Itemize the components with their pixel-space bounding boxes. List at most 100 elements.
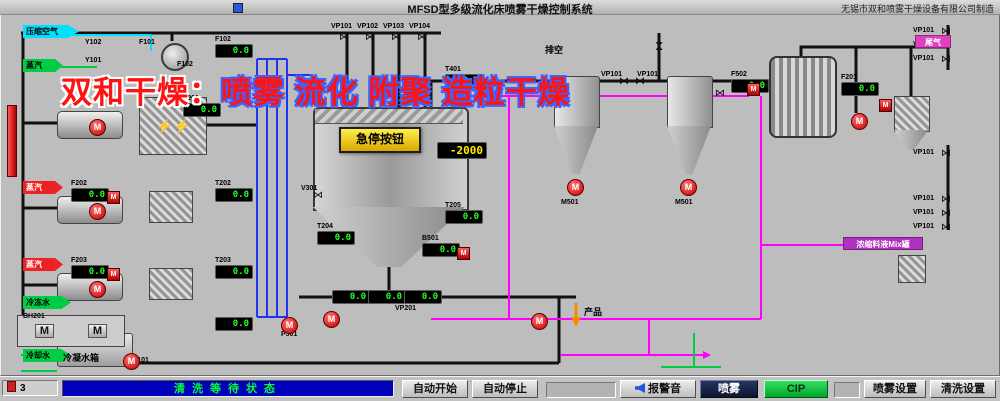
- valve-label: Y102: [85, 39, 102, 46]
- valve-icon[interactable]: ⋈: [619, 76, 629, 87]
- instrument-value-display: 0.0: [422, 243, 460, 257]
- instrument-value-display: -2000: [437, 142, 487, 159]
- instrument-tag: [215, 308, 253, 317]
- flow-tag: 尾气: [915, 35, 951, 48]
- exhaust-filter: [894, 96, 930, 132]
- instrument-value-display: 0.0: [215, 265, 253, 279]
- valve-icon[interactable]: ⋈: [941, 26, 951, 37]
- instrument-value-display: 0.0: [183, 103, 221, 117]
- instrument-value-display: 0.0: [71, 265, 109, 279]
- flow-tag: 蒸汽: [23, 59, 63, 72]
- pump-motor-button[interactable]: M: [531, 313, 548, 330]
- watermark-text: 双和干燥：喷雾 流化 附聚 造粒干燥: [61, 67, 570, 112]
- supply-fan[interactable]: [161, 43, 189, 71]
- motor-toggle-button[interactable]: M: [879, 99, 892, 112]
- instrument-tag: T202: [215, 180, 231, 187]
- valve-icon[interactable]: ⋈: [715, 88, 725, 99]
- air-filter-unit: ⚡⚡: [139, 97, 207, 155]
- instrument-tag: T204: [317, 223, 333, 230]
- cip-mode-button[interactable]: CIP: [764, 380, 828, 398]
- valve-label: F101: [139, 39, 155, 46]
- instrument-value-display: 0.0: [215, 44, 253, 58]
- valve-label: VP101: [913, 209, 935, 216]
- pump-motor-button[interactable]: M: [281, 317, 298, 334]
- valve-icon[interactable]: ⋈: [653, 41, 664, 51]
- pump-motor-button[interactable]: M: [123, 353, 140, 370]
- cyclone-2-cone: [667, 126, 711, 174]
- left-heater-bar: [7, 105, 17, 177]
- heater-3: [149, 268, 193, 300]
- pump-motor-button[interactable]: M: [851, 113, 868, 130]
- pump-motor-button[interactable]: M: [680, 179, 697, 196]
- valve-label: F102: [177, 61, 193, 68]
- valve-icon[interactable]: ⋈: [391, 32, 401, 43]
- pump-motor-button[interactable]: M: [89, 203, 106, 220]
- auto-start-button[interactable]: 自动开始: [402, 380, 468, 398]
- valve-icon[interactable]: ⋈: [339, 32, 349, 43]
- pump-motor-button[interactable]: M: [89, 281, 106, 298]
- motor-toggle-button[interactable]: M: [747, 83, 760, 96]
- instrument-value-display: 0.0: [215, 188, 253, 202]
- mixer-2[interactable]: M: [87, 324, 108, 338]
- spray-dryer-body: [313, 107, 469, 211]
- alarm-sound-button[interactable]: 报警音: [620, 380, 696, 398]
- pump-motor-button[interactable]: M: [323, 311, 340, 328]
- valve-icon[interactable]: ⋈: [365, 32, 375, 43]
- exhaust-filter-cone: [894, 130, 928, 150]
- valve-label: BH201: [23, 313, 45, 320]
- valve-icon[interactable]: ⋈: [941, 208, 951, 219]
- bh201-mixers: M M: [17, 315, 125, 347]
- spray-mode-button[interactable]: 喷雾: [700, 380, 758, 398]
- dryer-top-band: [315, 109, 463, 124]
- clean-settings-button[interactable]: 清洗设置: [930, 380, 996, 398]
- valve-icon[interactable]: ⋈: [417, 32, 427, 43]
- valve-icon[interactable]: ⋈: [635, 76, 645, 87]
- valve-label: VP101: [913, 149, 935, 156]
- valve-label: VP101: [913, 55, 935, 62]
- valve-icon[interactable]: ⋈: [313, 190, 323, 201]
- valve-label: VP103: [383, 23, 405, 30]
- instrument-tag: T203: [215, 257, 231, 264]
- valve-icon[interactable]: ⋈: [941, 148, 951, 159]
- pump-motor-button[interactable]: M: [567, 179, 584, 196]
- instrument-value-display: 0.0: [445, 210, 483, 224]
- page-indicator[interactable]: 3: [2, 380, 58, 396]
- pump-motor-button[interactable]: M: [89, 119, 106, 136]
- motor-toggle-button[interactable]: M: [107, 268, 120, 281]
- valve-icon[interactable]: ⋈: [941, 54, 951, 65]
- instrument-display: 0.0: [215, 308, 253, 331]
- instrument-value-display: 0.0: [215, 317, 253, 331]
- watermark-slogan: 喷雾 流化 附聚 造粒干燥: [221, 75, 570, 110]
- flow-tag: 冷冻水: [23, 296, 71, 309]
- motor-toggle-button[interactable]: M: [457, 247, 470, 260]
- valve-label: M501: [561, 199, 579, 206]
- auto-stop-button[interactable]: 自动停止: [472, 380, 538, 398]
- instrument-tag: T201: [183, 95, 199, 102]
- toolbar-separator: [834, 382, 860, 398]
- instrument-tag: F203: [71, 257, 87, 264]
- app-icon: [233, 3, 243, 13]
- flow-tag: 浓缩料液Mix罐: [843, 237, 923, 250]
- instrument-tag: F102: [215, 36, 231, 43]
- instrument-tag: [437, 133, 487, 142]
- bottom-bar: 3 清洗等待状态 自动开始 自动停止 报警音 喷雾 CIP 喷雾设置 清洗设置: [0, 376, 1000, 401]
- instrument-value-display: 0.0: [317, 231, 355, 245]
- page-title: MFSD型多级流化床喷雾干燥控制系统: [407, 4, 593, 16]
- instrument-display: 0.0: [404, 281, 442, 304]
- motor-toggle-button[interactable]: M: [107, 191, 120, 204]
- page-marker-icon: [7, 381, 16, 392]
- instrument-display: 0.0: [368, 281, 406, 304]
- mixer-1[interactable]: M: [34, 324, 55, 338]
- valve-icon[interactable]: ⋈: [941, 194, 951, 205]
- valve-label: VP102: [357, 23, 379, 30]
- instrument-display: 0.0: [332, 281, 370, 304]
- spray-settings-button[interactable]: 喷雾设置: [864, 380, 926, 398]
- emergency-stop-button[interactable]: 急停按钮: [339, 127, 421, 153]
- valve-label: VP104: [409, 23, 431, 30]
- valve-icon[interactable]: ⋈: [941, 222, 951, 233]
